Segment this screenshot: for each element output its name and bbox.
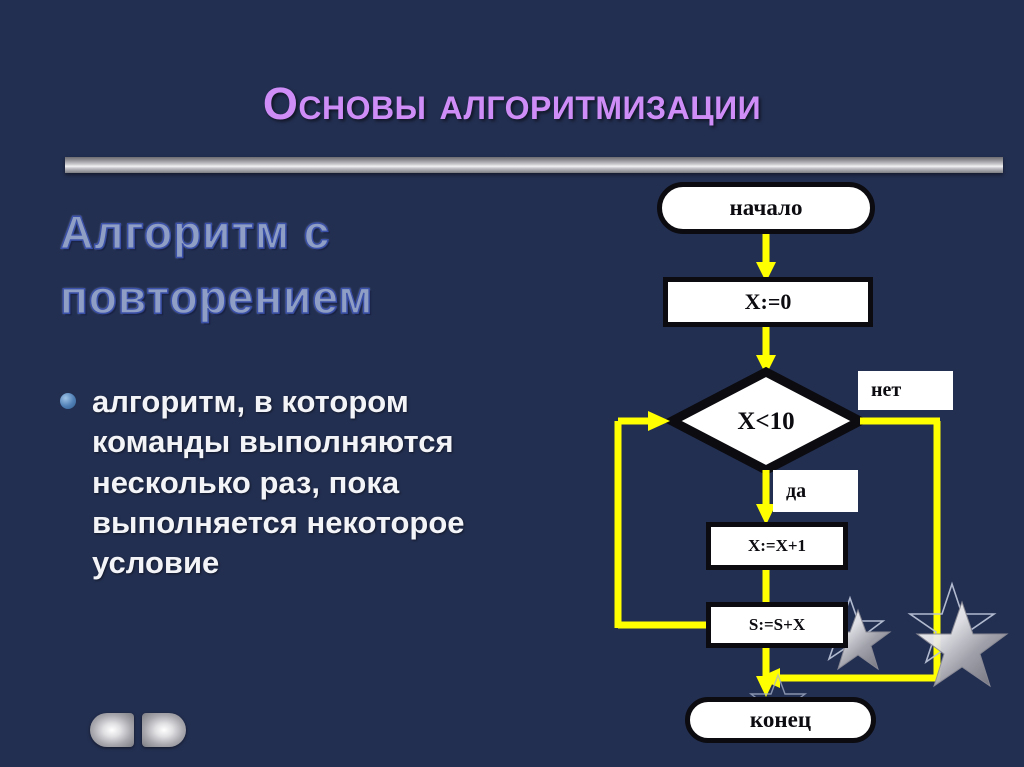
- bullet-list: алгоритм, в котором команды выполняются …: [60, 382, 540, 583]
- slide-navigation: [90, 713, 186, 747]
- flowchart-node-end-label: конец: [749, 707, 812, 732]
- wordart-line-2: повторением: [59, 271, 374, 324]
- flowchart-branch-label-no: нет: [858, 371, 953, 410]
- title-divider-bar: [65, 157, 1003, 173]
- flowchart-node-start[interactable]: начало: [657, 182, 875, 234]
- flowchart-branch-label-yes: да: [773, 470, 858, 512]
- star-decoration-right: [907, 581, 1009, 688]
- algorithm-flowchart: начало X:=0 X<10 нет да X:=X+1 S:=S+X ко…: [600, 170, 1024, 767]
- flowchart-node-condition-label: X<10: [737, 408, 795, 435]
- flowchart-node-init-label: X:=0: [744, 289, 792, 314]
- bullet-marker-icon: [60, 393, 76, 409]
- flowchart-node-accumulate-label: S:=S+X: [748, 615, 806, 634]
- flowchart-connectors: [614, 233, 1009, 727]
- previous-slide-button[interactable]: [90, 713, 134, 747]
- flowchart-node-increment[interactable]: X:=X+1: [706, 522, 848, 570]
- flowchart-branch-label-no-text: нет: [871, 379, 902, 401]
- flowchart-node-start-label: начало: [729, 195, 803, 220]
- slide-title: Основы алгоритмизации: [262, 78, 762, 129]
- wordart-subtitle: Алгоритм с повторением: [59, 200, 540, 331]
- flowchart-node-init[interactable]: X:=0: [663, 277, 873, 327]
- flowchart-branch-label-yes-text: да: [786, 479, 807, 502]
- wordart-line-1: Алгоритм с: [59, 205, 331, 258]
- flowchart-node-increment-label: X:=X+1: [747, 536, 807, 555]
- bullet-item-text: алгоритм, в котором команды выполняются …: [92, 384, 465, 581]
- next-slide-button[interactable]: [142, 713, 186, 747]
- flowchart-node-accumulate[interactable]: S:=S+X: [706, 602, 848, 648]
- flowchart-node-end[interactable]: конец: [685, 697, 876, 743]
